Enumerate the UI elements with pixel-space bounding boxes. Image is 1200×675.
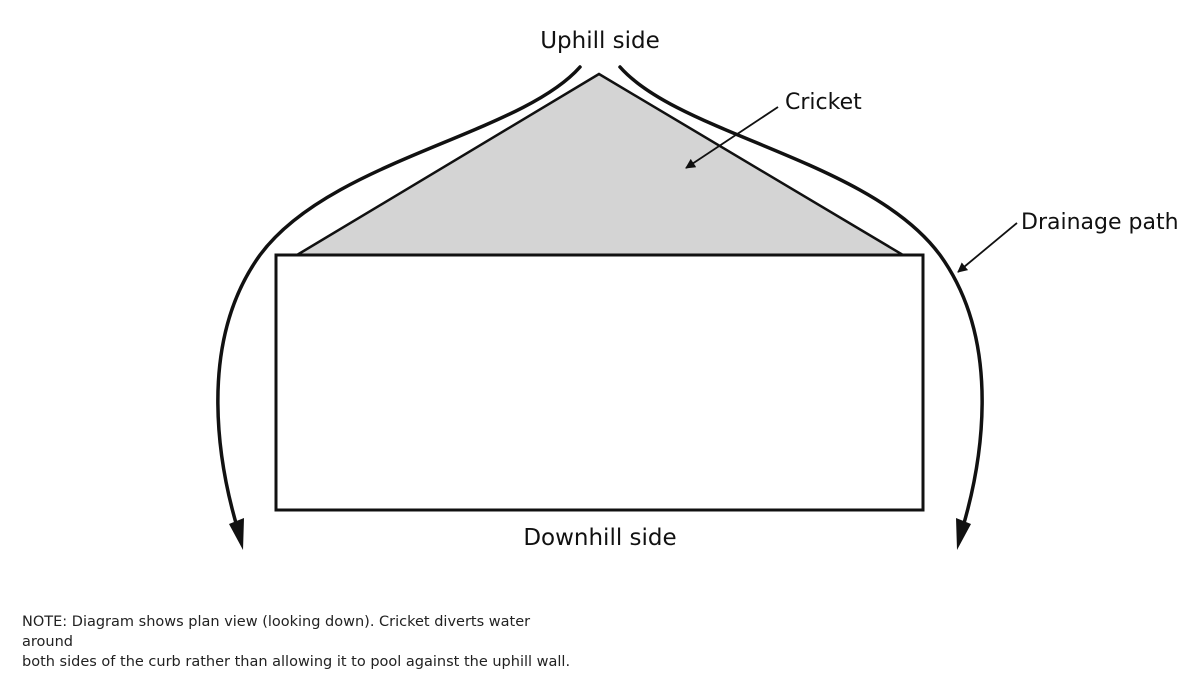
cricket-label: Cricket	[785, 90, 862, 115]
curb-rectangle	[274, 253, 925, 512]
uphill-side-label: Uphill side	[540, 28, 660, 54]
drainage-path-label: Drainage path	[1021, 210, 1179, 235]
cricket-leader-arrow	[685, 106, 779, 169]
drainage-arrowhead-left	[229, 518, 244, 550]
note-line-2: both sides of the curb rather than allow…	[22, 654, 571, 670]
drainage-path-left	[216, 65, 582, 532]
downhill-side-label: Downhill side	[523, 525, 677, 551]
diagram-note: NOTE: Diagram shows plan view (looking d…	[22, 612, 582, 672]
note-line-1: NOTE: Diagram shows plan view (looking d…	[22, 614, 531, 650]
drainage-leader-arrow	[957, 222, 1018, 273]
drainage-path-right	[618, 65, 984, 532]
drainage-arrowhead-right	[956, 518, 971, 550]
